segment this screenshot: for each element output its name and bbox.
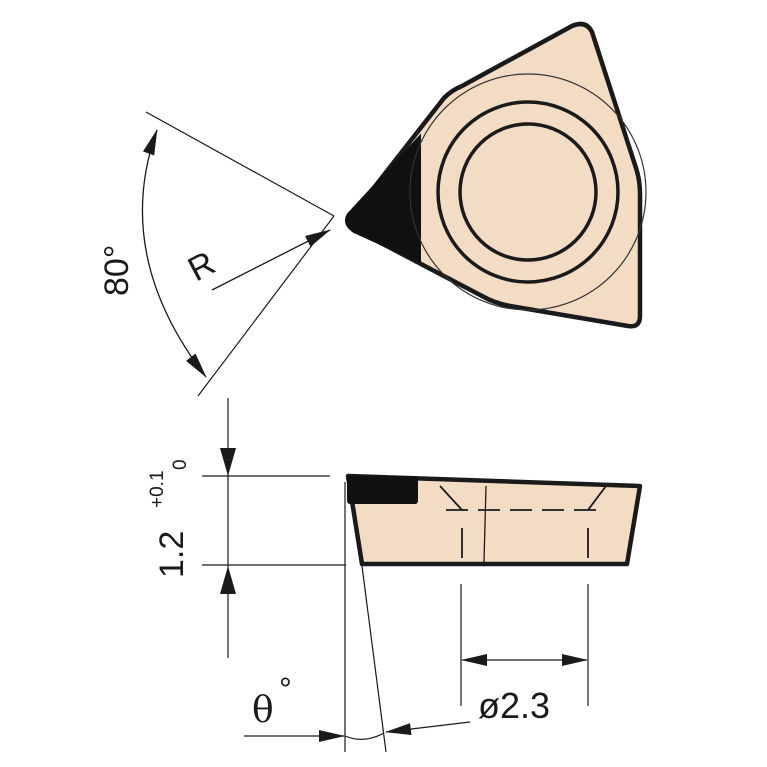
- angle-label: 80°: [98, 245, 136, 296]
- hole-circle: [458, 122, 598, 262]
- center-line: [483, 485, 487, 563]
- clearance-degree-label: °: [279, 671, 292, 707]
- hole-diameter-label: ø2.3: [478, 685, 550, 726]
- clearance-flank-extension: [361, 565, 387, 753]
- hidden-line-right-cone: [587, 485, 607, 511]
- insert-side-body: [345, 473, 643, 567]
- side-cutting-edge: [347, 476, 418, 504]
- angle-dimension: 80°: [98, 111, 335, 397]
- angle-extension-line-lower: [197, 215, 335, 397]
- thickness-tolerance-upper: +0.1: [147, 470, 168, 508]
- countersink-circle: [436, 100, 620, 284]
- clearance-leader-right: [385, 721, 471, 736]
- inscribed-circle: [409, 73, 647, 311]
- thickness-arrow-bottom: [220, 566, 236, 594]
- thickness-label: 1.2: [153, 531, 191, 578]
- radius-label: R: [182, 244, 222, 289]
- thickness-tolerance-lower: 0: [170, 459, 191, 470]
- clearance-angle-dimension: θ °: [244, 482, 471, 753]
- angle-extension-line-upper: [145, 111, 335, 217]
- top-view: [345, 21, 647, 329]
- thickness-dimension: 1.2 +0.1 0: [147, 398, 346, 658]
- angle-arc: [141, 129, 207, 378]
- hidden-line-left-cone: [439, 485, 463, 511]
- hole-diameter-dimension: ø2.3: [460, 584, 589, 726]
- thickness-arrow-top: [220, 448, 236, 476]
- side-view: [345, 473, 643, 567]
- radius-dimension: R: [182, 229, 331, 291]
- clearance-label: θ: [252, 690, 274, 731]
- cutting-edge-tip: [345, 133, 421, 264]
- clearance-arc: [344, 732, 385, 740]
- radius-leader: [211, 229, 331, 291]
